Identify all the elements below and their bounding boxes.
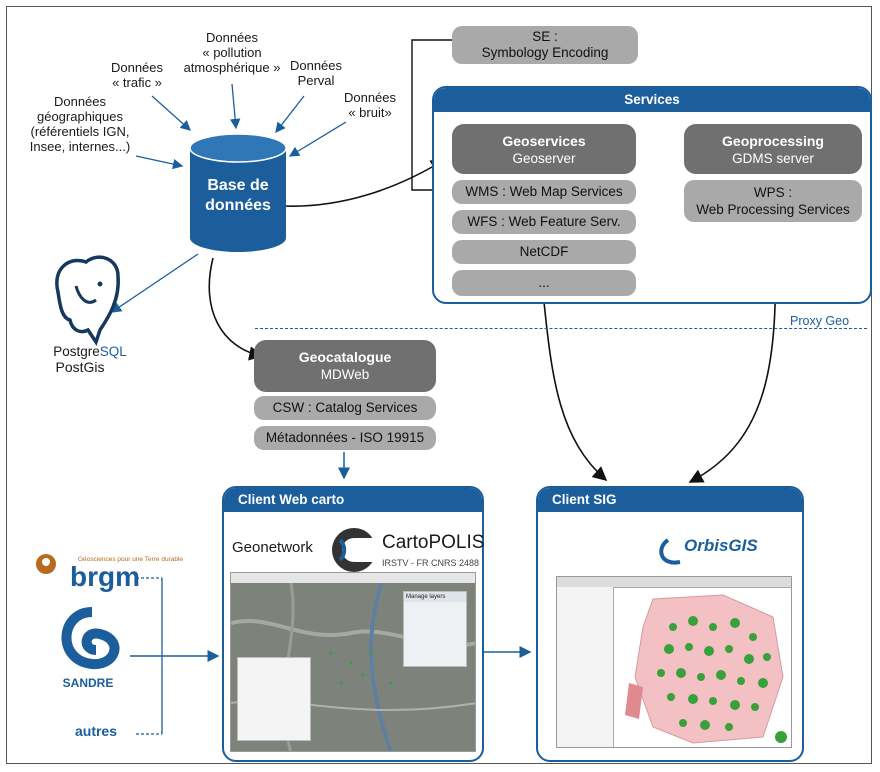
cartopolis-label: CartoPOLIS — [382, 532, 485, 553]
se-box: SE : Symbology Encoding — [452, 26, 638, 64]
netcdf-box: NetCDF — [452, 240, 636, 264]
gis-map-image — [625, 594, 787, 744]
geoservices-title: Geoservices — [502, 133, 586, 149]
gis-screenshot — [556, 576, 792, 748]
geocatalogue-title: Geocatalogue — [298, 349, 392, 365]
geocatalogue-box: Geocatalogue MDWeb — [254, 340, 436, 392]
wms-box: WMS : Web Map Services — [452, 180, 636, 204]
web-map-info-panel — [237, 657, 311, 741]
postgres-logo-part1: Postgre — [53, 344, 100, 359]
more-services-box: ... — [452, 270, 636, 296]
services-title: Services — [434, 88, 870, 112]
postgres-logo: PostgreSQL — [40, 344, 140, 359]
source-pollution: Données « pollution atmosphérique » — [183, 30, 281, 75]
source-bruit: Données « bruit» — [343, 90, 397, 120]
geoservices-sub: Geoserver — [512, 151, 576, 166]
gis-toolbar — [557, 577, 791, 588]
geoprocessing-title: Geoprocessing — [722, 133, 824, 149]
proxy-line — [255, 328, 867, 329]
manage-layers-title: Manage layers — [404, 592, 466, 602]
orbisgis-logo: OrbisGIS — [684, 536, 784, 555]
orbisgis-part1: Orbis — [684, 536, 729, 555]
orbisgis-part2: GIS — [728, 536, 758, 555]
postgres-logo-part2: SQL — [99, 344, 127, 359]
proxy-label: Proxy Geo — [790, 314, 850, 328]
geocatalogue-sub: MDWeb — [320, 367, 370, 382]
geoprocessing-box: Geoprocessing GDMS server — [684, 124, 862, 174]
source-trafic: Données « trafic » — [110, 60, 164, 90]
wps-box: WPS : Web Processing Services — [684, 180, 862, 222]
database-label: Base de données — [205, 177, 271, 214]
csw-box: CSW : Catalog Services — [254, 396, 436, 420]
autres-label: autres — [74, 723, 118, 739]
manage-layers-panel: Manage layers — [403, 591, 467, 667]
source-geo: Données géographiques (référentiels IGN,… — [29, 94, 131, 154]
diagram-frame — [6, 6, 872, 764]
geoprocessing-sub: GDMS server — [732, 151, 814, 166]
cartopolis-sub: IRSTV - FR CNRS 2488 — [382, 558, 480, 568]
brgm-tagline: Géosciences pour une Terre durable — [78, 556, 184, 563]
geonetwork-label: Geonetwork — [232, 539, 313, 556]
web-map-screenshot: Manage layers — [230, 572, 476, 752]
sandre-label: SANDRE — [62, 676, 114, 690]
wfs-box: WFS : Web Feature Serv. — [452, 210, 636, 234]
postgis-label: PostGis — [55, 359, 105, 375]
geoservices-box: Geoservices Geoserver — [452, 124, 636, 174]
metadata-box: Métadonnées - ISO 19915 — [254, 426, 436, 450]
gis-layer-panel — [557, 587, 614, 747]
brgm-logo-text: brgm — [70, 561, 140, 592]
source-perval: Données Perval — [289, 58, 343, 88]
client-web-title: Client Web carto — [224, 488, 482, 512]
client-sig-title: Client SIG — [538, 488, 802, 512]
